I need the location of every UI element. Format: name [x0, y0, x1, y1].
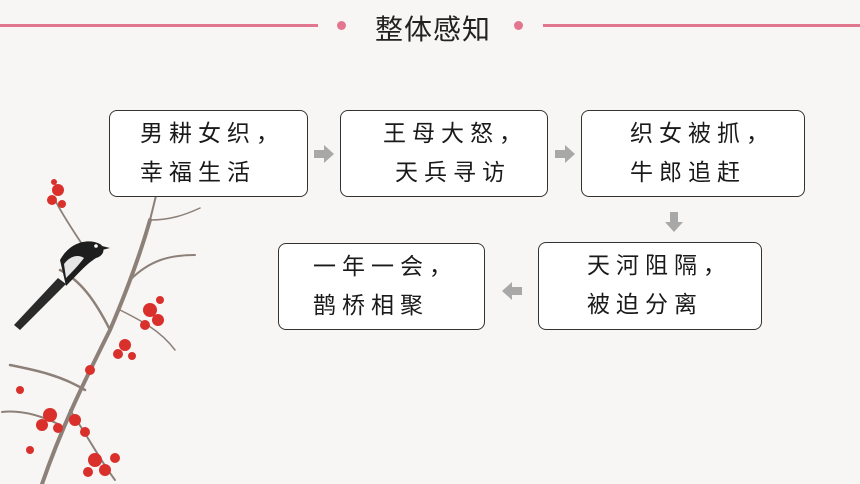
step-box-1: 男耕女织， 幸福生活: [109, 110, 308, 197]
page-title: 整体感知: [374, 13, 491, 46]
step-box-5: 一年一会， 鹊桥相聚: [278, 243, 485, 330]
step-3-line-2: 牛郎追赶: [630, 160, 746, 186]
arrow-right-icon: [555, 145, 575, 163]
header-line-left: [0, 24, 318, 27]
header-dot-right: [514, 21, 523, 30]
step-5-line-1: 一年一会，: [313, 254, 458, 280]
step-4-line-2: 被迫分离: [587, 292, 703, 318]
arrow-down-icon: [665, 212, 683, 232]
step-1-line-1: 男耕女织，: [140, 121, 285, 147]
step-box-4: 天河阻隔， 被迫分离: [538, 242, 762, 330]
step-5-line-2: 鹊桥相聚: [313, 293, 429, 319]
step-1-line-2: 幸福生活: [140, 160, 256, 186]
step-box-2: 王母大怒， 天兵寻访: [340, 110, 548, 197]
step-3-line-1: 织女被抓，: [630, 121, 775, 147]
header-dot-left: [337, 21, 346, 30]
step-2-line-1: 王母大怒，: [383, 121, 528, 147]
arrow-left-icon: [502, 282, 522, 300]
header-line-right: [543, 24, 860, 27]
step-box-3: 织女被抓， 牛郎追赶: [581, 110, 805, 197]
magpie-plum-branch-icon: [1, 164, 201, 484]
step-4-line-1: 天河阻隔，: [587, 253, 732, 279]
arrow-right-icon: [314, 145, 334, 163]
step-2-line-2: 天兵寻访: [395, 160, 511, 186]
